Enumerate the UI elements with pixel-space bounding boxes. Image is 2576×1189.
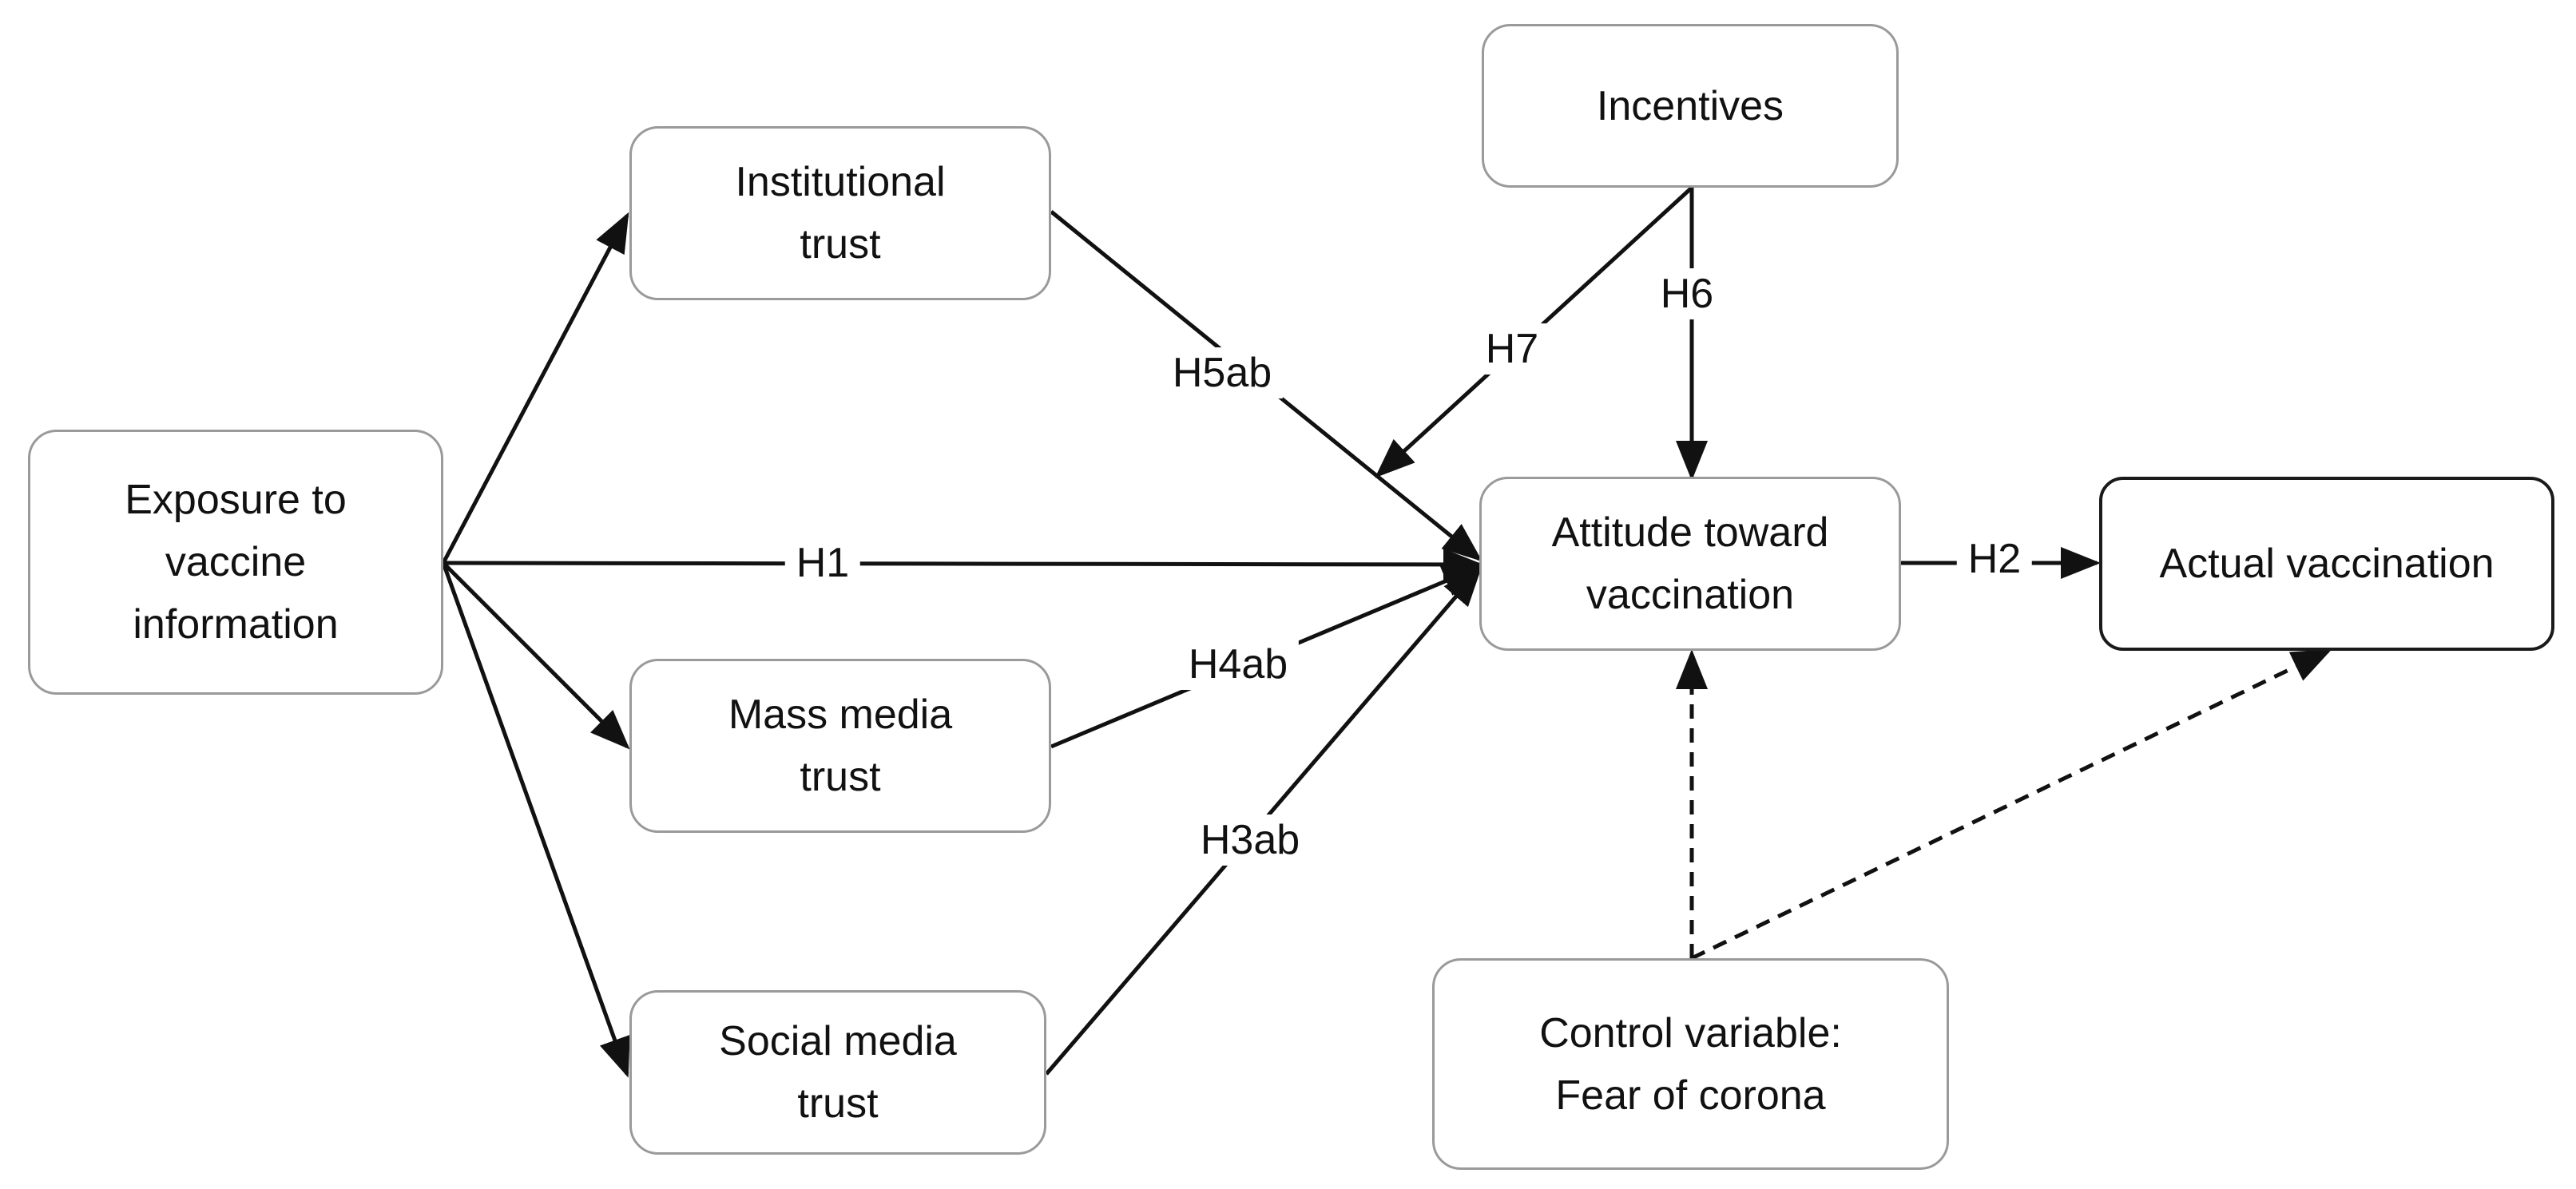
node-institutional-line2: trust [800, 221, 881, 268]
node-incentives-line1: Incentives [1596, 82, 1784, 129]
node-institutional-trust: Institutional trust [629, 126, 1051, 300]
label-h5ab: H5ab [1161, 347, 1284, 398]
edge-exposure-mass-media [442, 561, 630, 750]
node-actual-line1: Actual vaccination [2159, 541, 2495, 587]
node-attitude-line2: vaccination [1586, 572, 1795, 618]
label-h2: H2 [1956, 533, 2033, 585]
node-control-variable: Control variable: Fear of corona [1432, 958, 1949, 1170]
node-incentives: Incentives [1482, 24, 1899, 188]
node-exposure-line2: vaccine [165, 539, 307, 585]
edge-exposure-social-media [441, 562, 630, 1078]
node-social-media-line1: Social media [719, 1018, 957, 1064]
node-actual-vaccination: Actual vaccination [2099, 477, 2554, 651]
label-h7: H7 [1474, 323, 1550, 375]
node-attitude-line1: Attitude toward [1551, 509, 1829, 556]
node-exposure: Exposure to vaccine information [28, 430, 443, 695]
label-h4ab: H4ab [1177, 639, 1300, 690]
node-institutional-line1: Institutional [735, 159, 946, 205]
edge-control-actual [1690, 648, 2332, 961]
node-mass-media-trust: Mass media trust [629, 659, 1051, 833]
node-control-line1: Control variable: [1539, 1009, 1842, 1056]
label-h1: H1 [784, 537, 861, 589]
node-attitude: Attitude toward vaccination [1479, 477, 1901, 651]
edge-h1 [443, 548, 1483, 581]
node-control-line2: Fear of corona [1555, 1072, 1826, 1119]
label-h6: H6 [1649, 268, 1725, 319]
node-mass-media-line2: trust [800, 754, 881, 800]
label-h3ab: H3ab [1189, 814, 1312, 866]
edge-exposure-institutional [441, 212, 629, 565]
node-exposure-line3: information [133, 601, 339, 648]
node-exposure-line1: Exposure to [125, 477, 347, 523]
node-social-media-trust: Social media trust [629, 990, 1046, 1155]
node-social-media-line2: trust [797, 1080, 879, 1127]
node-mass-media-line1: Mass media [728, 692, 953, 738]
